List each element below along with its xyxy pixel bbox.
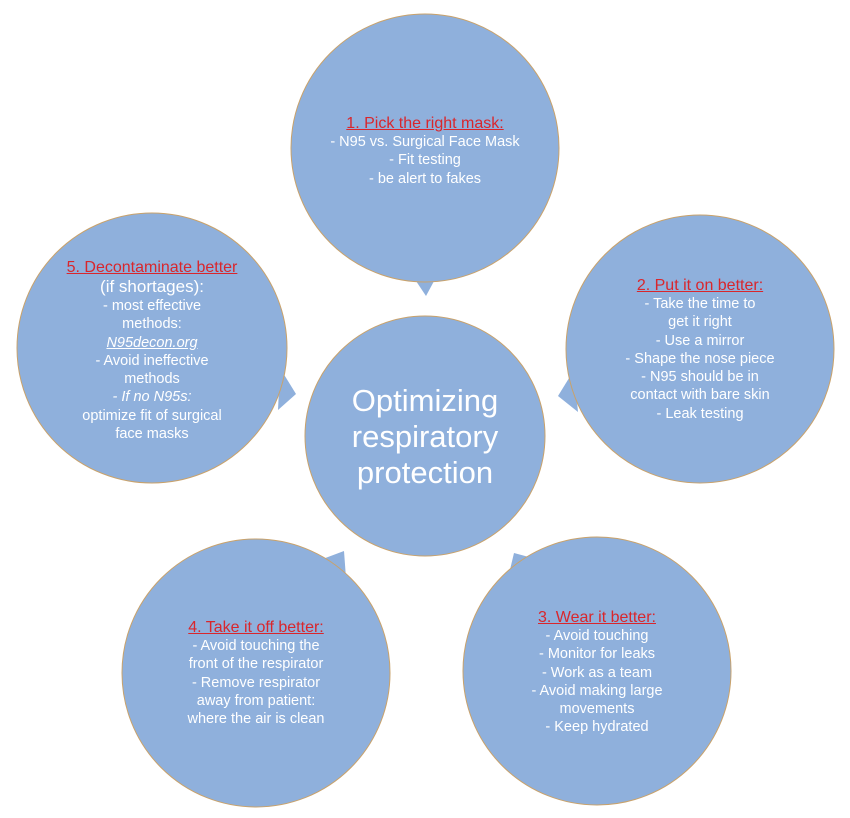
bubble-1-heading: 1. Pick the right mask: <box>346 115 504 132</box>
bubble-2-line: - Shape the nose piece <box>625 350 775 367</box>
bubble-4-line: where the air is clean <box>187 711 325 728</box>
bubble-3-line: - Avoid making large <box>531 682 663 699</box>
bubble-1-line: - be alert to fakes <box>368 170 482 187</box>
bubble-4-line: - Remove respirator <box>191 674 321 691</box>
bubble-2-line: get it right <box>668 314 732 331</box>
bubble-5-shape <box>16 212 296 484</box>
bubble-3-line: - Keep hydrated <box>545 719 649 736</box>
bubble-3-line: - Work as a team <box>541 664 653 681</box>
center-bubble-shape <box>304 315 546 557</box>
bubble-2-line: - Use a mirror <box>655 332 745 349</box>
bubble-1-text: 1. Pick the right mask: - N95 vs. Surgic… <box>305 114 545 188</box>
bubble-3-line: - Monitor for leaks <box>538 646 656 663</box>
bubble-3-line: movements <box>559 701 635 718</box>
bubble-2-heading: 2. Put it on better: <box>636 277 764 294</box>
bubble-5-line: optimize fit of surgical <box>82 407 222 424</box>
center-title: Optimizing respiratory protection <box>305 383 545 491</box>
center-title-line-1: Optimizing <box>351 383 499 418</box>
bubble-2-line: contact with bare skin <box>630 387 770 404</box>
center-title-line-2: respiratory <box>351 419 499 454</box>
bubble-5-subheading: (if shortages): <box>100 277 204 296</box>
bubble-5-italic-line: - If no N95s: <box>112 389 192 406</box>
center-title-line-3: protection <box>356 455 494 490</box>
bubble-5-line: methods <box>124 371 180 388</box>
bubble-4-line: away from patient: <box>196 692 316 709</box>
bubble-2-line: - Leak testing <box>656 405 744 422</box>
bubble-2-text: 2. Put it on better: - Take the time to … <box>590 276 810 423</box>
bubble-5-line: methods: <box>122 316 182 333</box>
bubble-2-line: - N95 should be in <box>641 369 759 386</box>
bubble-4-line: - Avoid touching the <box>192 638 320 654</box>
bubble-4-shape <box>121 538 391 808</box>
bubble-3-text: 3. Wear it better: - Avoid touching - Mo… <box>487 608 707 737</box>
bubble-3-heading: 3. Wear it better: <box>538 609 656 626</box>
bubble-5-text: 5. Decontaminate better (if shortages): … <box>42 258 262 443</box>
bubble-5-line: - Avoid ineffective <box>95 352 209 369</box>
bubble-1-shape <box>290 13 560 296</box>
n95decon-link[interactable]: N95decon.org <box>106 334 198 351</box>
bubble-4-text: 4. Take it off better: - Avoid touching … <box>146 618 366 728</box>
bubble-2-shape <box>558 214 835 484</box>
bubble-3-shape <box>462 536 732 806</box>
bubble-5-heading: 5. Decontaminate better <box>66 259 238 276</box>
bubble-5-line: - most effective <box>102 298 202 314</box>
bubble-1-line: - N95 vs. Surgical Face Mask <box>330 134 520 150</box>
bubble-4-heading: 4. Take it off better: <box>188 619 324 636</box>
bubble-2-line: - Take the time to <box>644 296 756 312</box>
bubble-3-line: - Avoid touching <box>545 628 649 644</box>
bubble-4-line: front of the respirator <box>188 656 324 673</box>
bubble-1-line: - Fit testing <box>389 152 461 169</box>
bubble-5-line: face masks <box>115 426 189 443</box>
